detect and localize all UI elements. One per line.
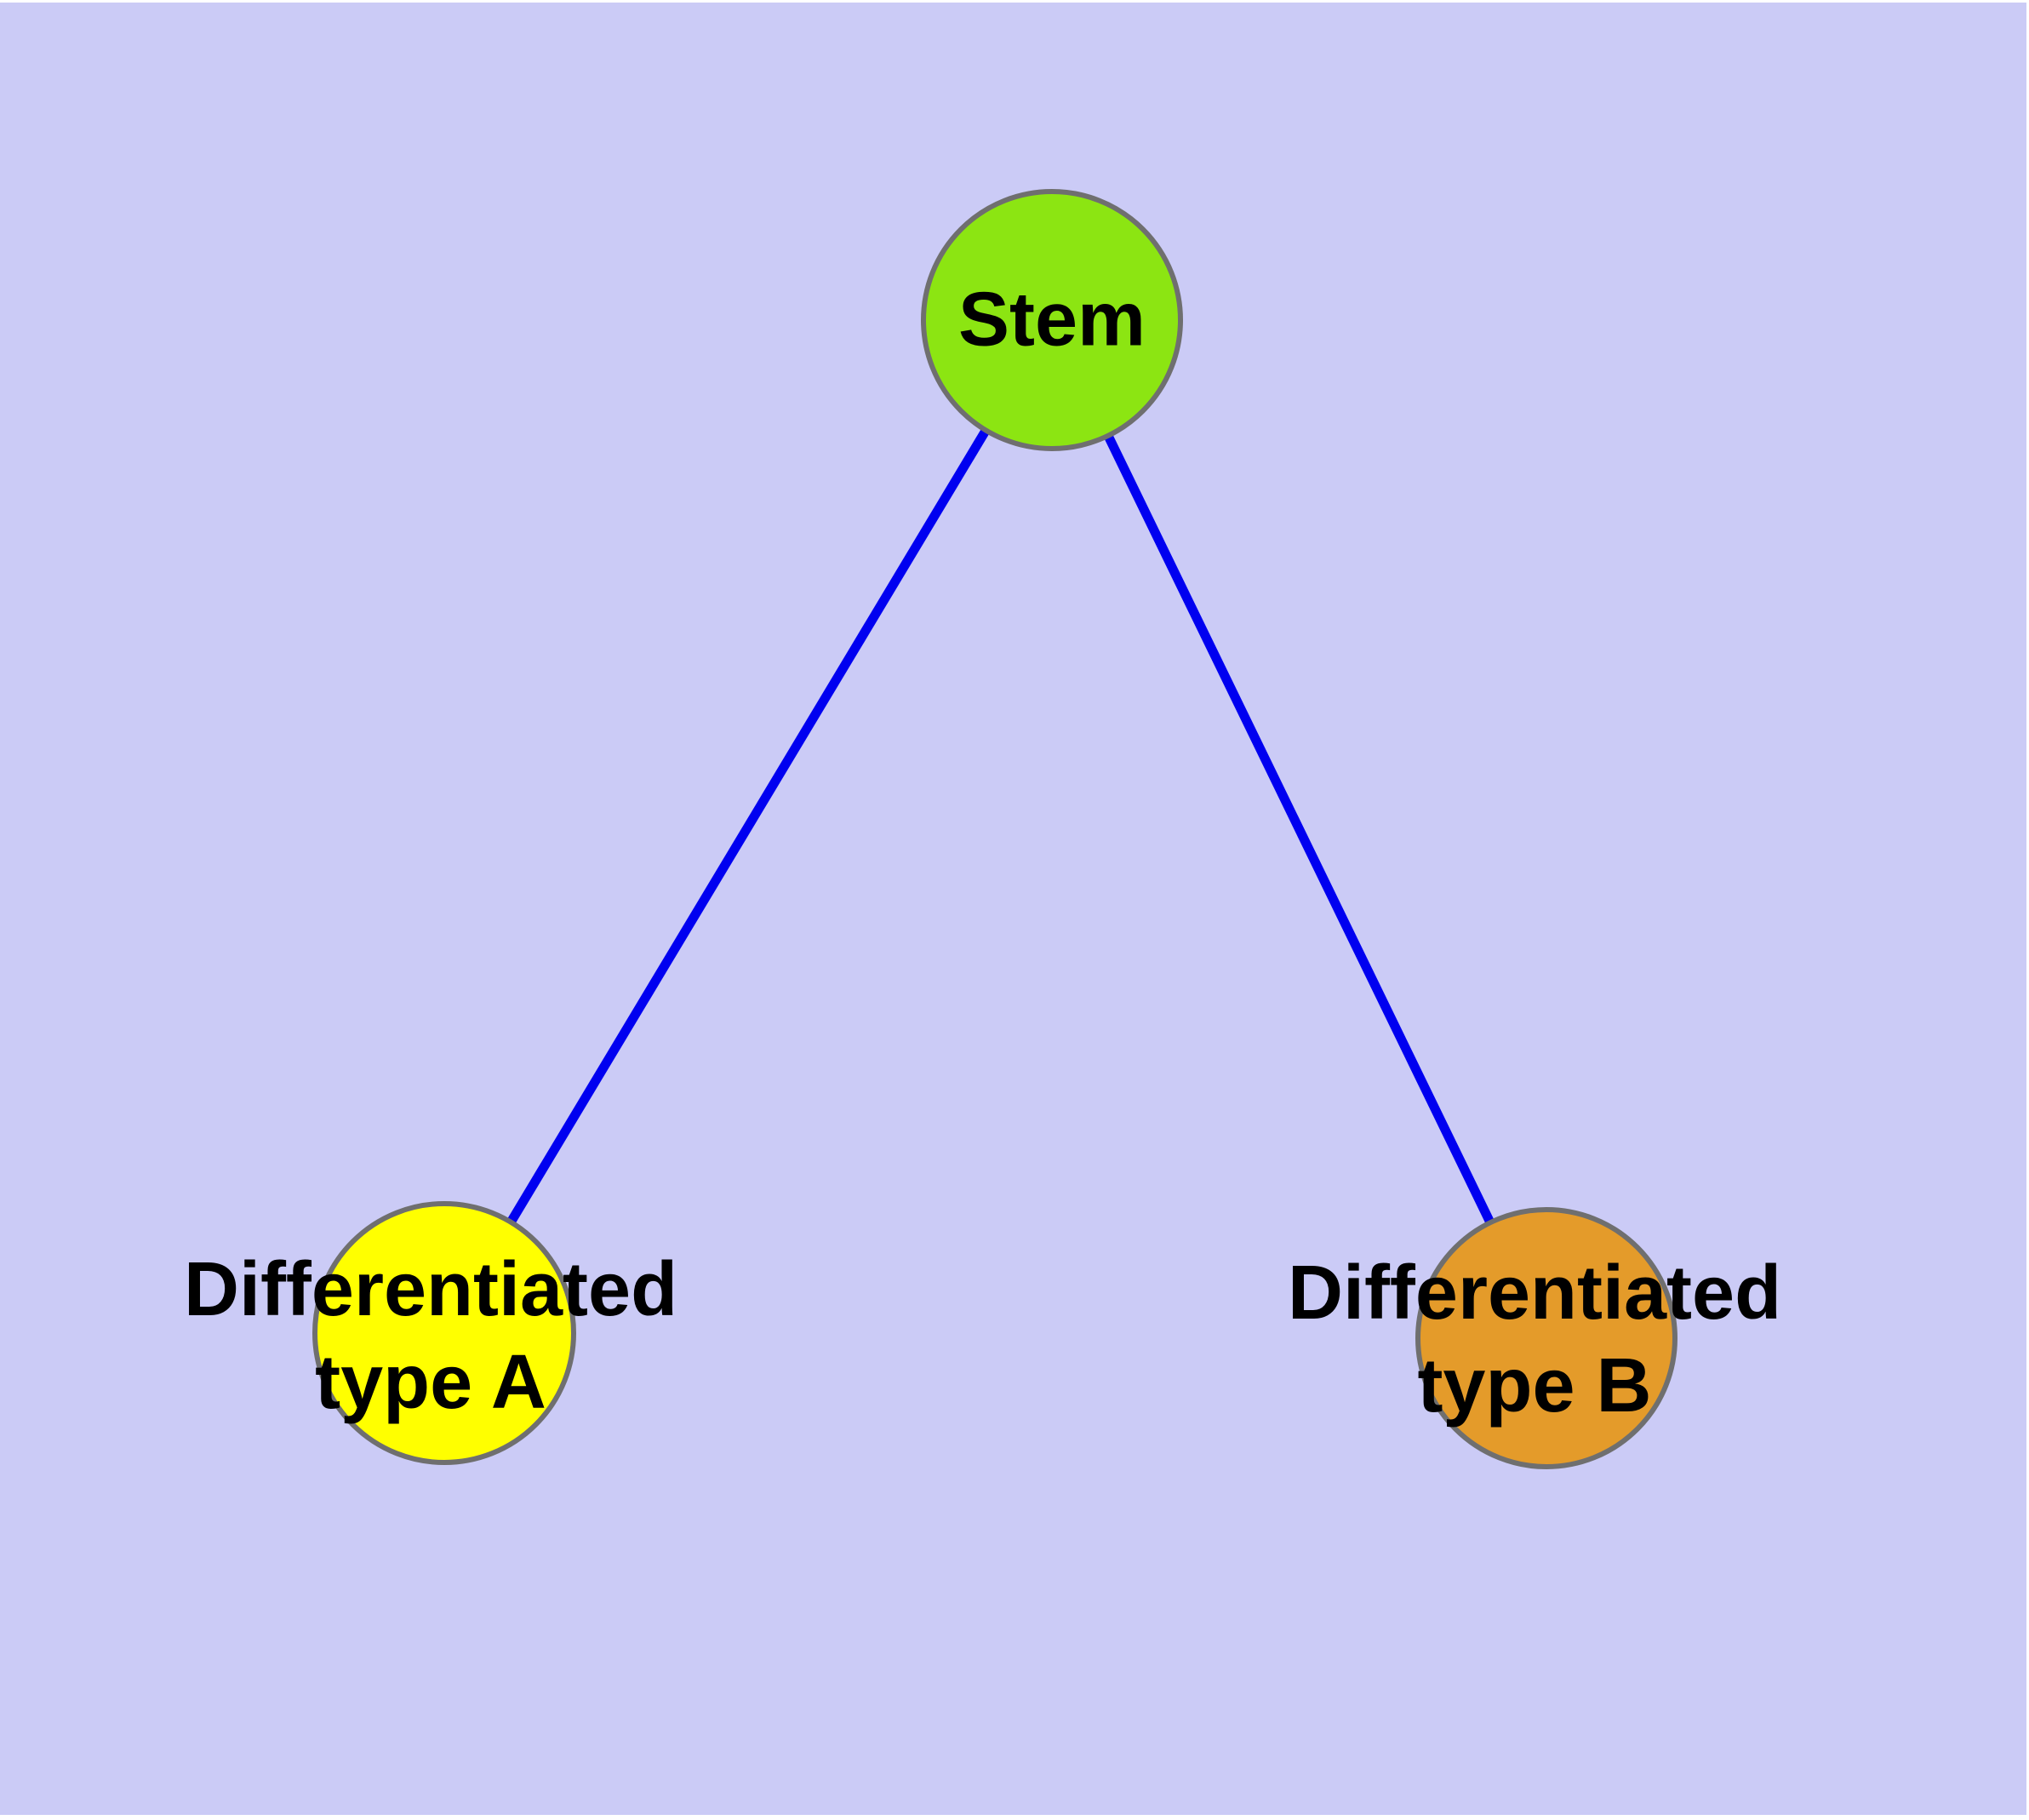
edge-stem-to-type-a: [440, 318, 1056, 1336]
node-stem-circle: [921, 189, 1183, 451]
node-stem-label-line: Stem: [957, 277, 1146, 363]
edge-stem-to-type-b: [1048, 318, 1551, 1341]
node-differentiated-type-b-circle: [1415, 1207, 1677, 1469]
node-differentiated-type-a-label-line-1: Differentiated: [183, 1247, 678, 1332]
node-differentiated-type-b-label-line-2: type B: [1417, 1343, 1652, 1428]
node-differentiated-type-a-circle: [312, 1201, 576, 1465]
node-differentiated-type-b-label-line-1: Differentiated: [1287, 1251, 1782, 1336]
node-differentiated-type-a-label: Differentiated type A: [184, 1244, 677, 1429]
node-differentiated-type-b-label: Differentiated type B: [1288, 1247, 1781, 1433]
node-differentiated-type-a-label-line-2: type A: [315, 1340, 546, 1425]
node-stem-label: Stem: [958, 274, 1146, 367]
